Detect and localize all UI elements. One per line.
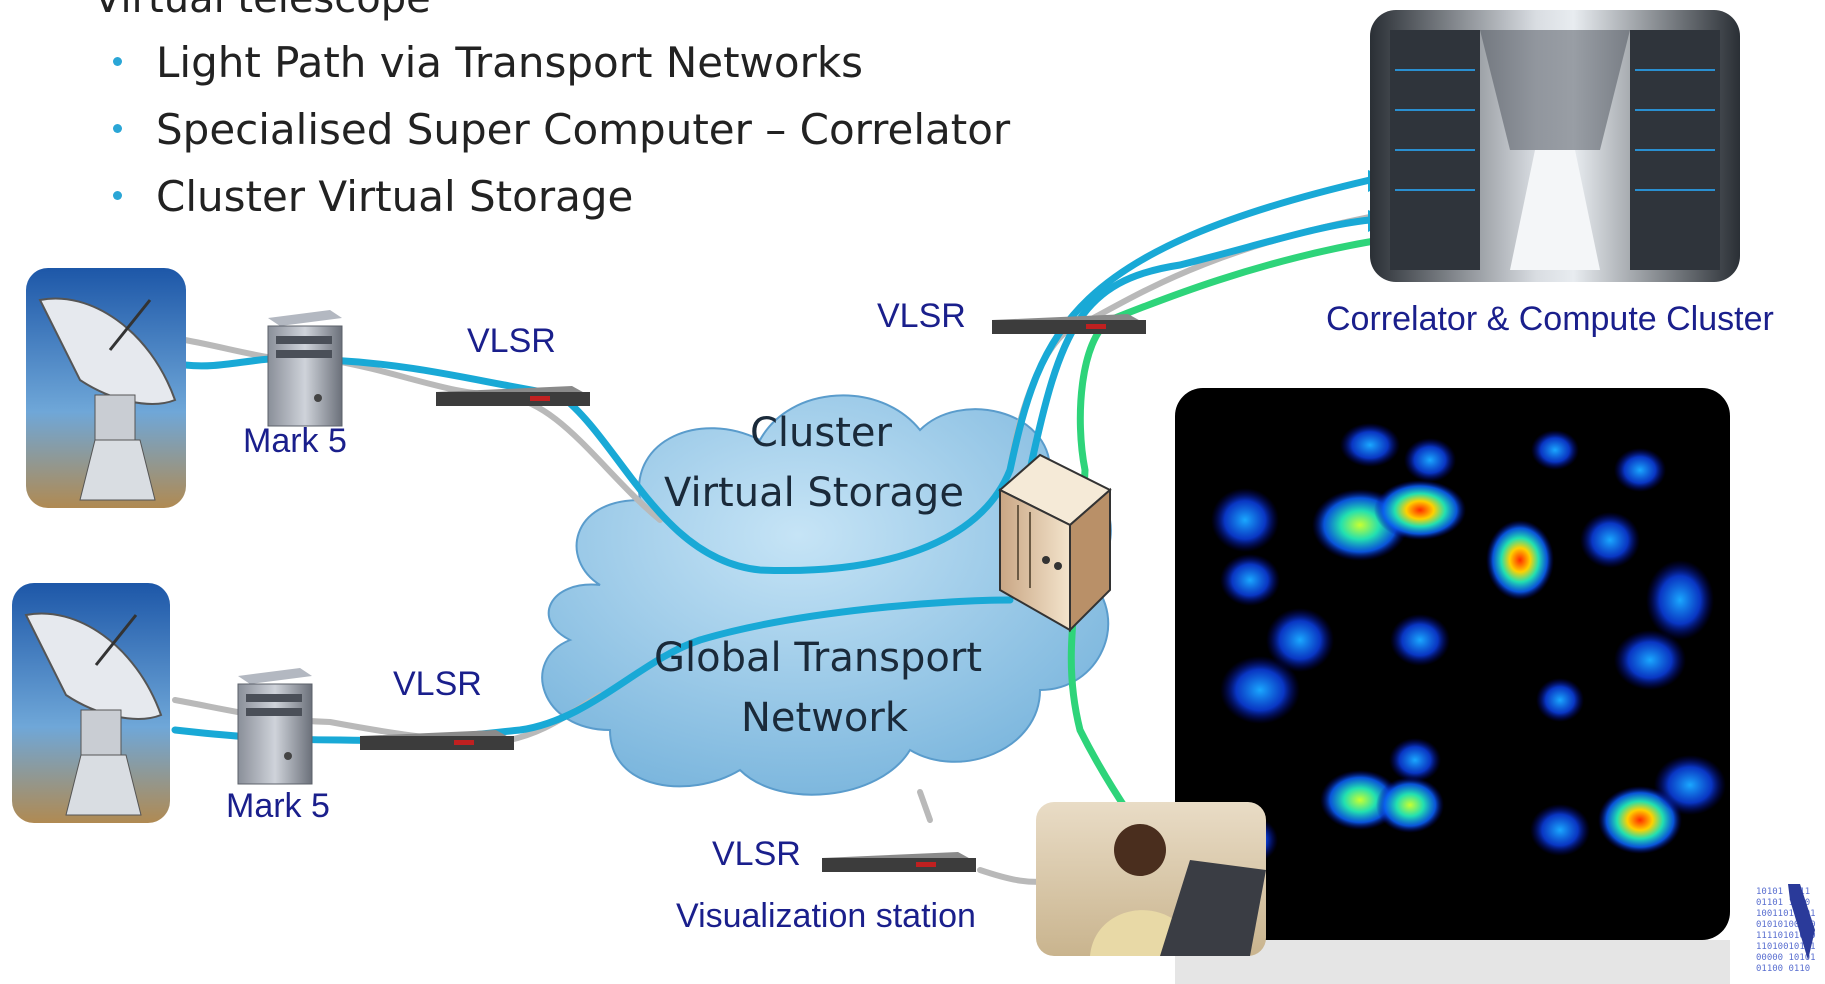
svg-text:00000 10101: 00000 10101	[1756, 953, 1816, 963]
svg-text:10011011001: 10011011001	[1756, 909, 1816, 919]
bullet-storage: Cluster Virtual Storage	[113, 172, 633, 221]
bullet-dot	[113, 191, 122, 200]
svg-text:01010100100: 01010100100	[1756, 920, 1816, 930]
cloud-label-line4: Network	[741, 695, 909, 741]
bullet-dot	[113, 57, 122, 66]
bullet-text: Specialised Super Computer – Correlator	[156, 105, 1011, 154]
bullet-light-path: Light Path via Transport Networks	[113, 38, 863, 87]
mark5-label-1: Mark 5	[243, 422, 347, 460]
svg-text:11010010101: 11010010101	[1756, 942, 1816, 952]
bullet-text: Light Path via Transport Networks	[156, 38, 864, 87]
green-path	[1067, 236, 1384, 819]
vlsr-label-4: VLSR	[712, 835, 801, 873]
heading: Virtual telescope	[94, 0, 431, 22]
radio-map-image	[1175, 388, 1730, 940]
binary-logo: 10101 1111 01101 1010 10011011001 010101…	[1755, 880, 1825, 984]
storage-server-icon	[998, 453, 1112, 633]
vlsr-label-1: VLSR	[467, 322, 556, 360]
network-cloud	[541, 394, 1112, 796]
svg-text:01101 1010: 01101 1010	[1756, 898, 1810, 908]
visualization-photo	[1036, 802, 1266, 956]
vlsr-switch-3	[992, 314, 1146, 334]
vlsr-label-2: VLSR	[393, 665, 482, 703]
mark5-label-2: Mark 5	[226, 787, 330, 825]
mark5-tower-1	[267, 310, 343, 427]
bullet-dot	[113, 124, 122, 133]
vlsr-switch-4	[822, 852, 976, 872]
svg-text:11110101010: 11110101010	[1756, 931, 1816, 941]
visualization-label: Visualization station	[676, 897, 976, 935]
vlsr-switch-1	[436, 386, 590, 406]
datacenter-photo	[1370, 10, 1740, 282]
antenna-photo-1	[26, 268, 186, 508]
vlsr-label-3: VLSR	[877, 297, 966, 335]
cloud-label-line1: Cluster	[750, 410, 892, 456]
svg-text:10101 1111: 10101 1111	[1756, 887, 1810, 897]
correlator-label: Correlator & Compute Cluster	[1326, 300, 1774, 338]
svg-text:01100 0110: 01100 0110	[1756, 964, 1810, 974]
cloud-label-line3: Global Transport	[654, 635, 983, 681]
image-reflection	[1175, 940, 1730, 984]
mark5-tower-2	[237, 668, 313, 785]
cloud-label-line2: Virtual Storage	[664, 470, 964, 516]
antenna-photo-2	[12, 583, 170, 823]
radio-blobs	[1211, 423, 1726, 864]
vlsr-switch-2	[360, 730, 514, 750]
bullet-correlator: Specialised Super Computer – Correlator	[113, 105, 1010, 154]
bullet-text: Cluster Virtual Storage	[156, 172, 634, 221]
